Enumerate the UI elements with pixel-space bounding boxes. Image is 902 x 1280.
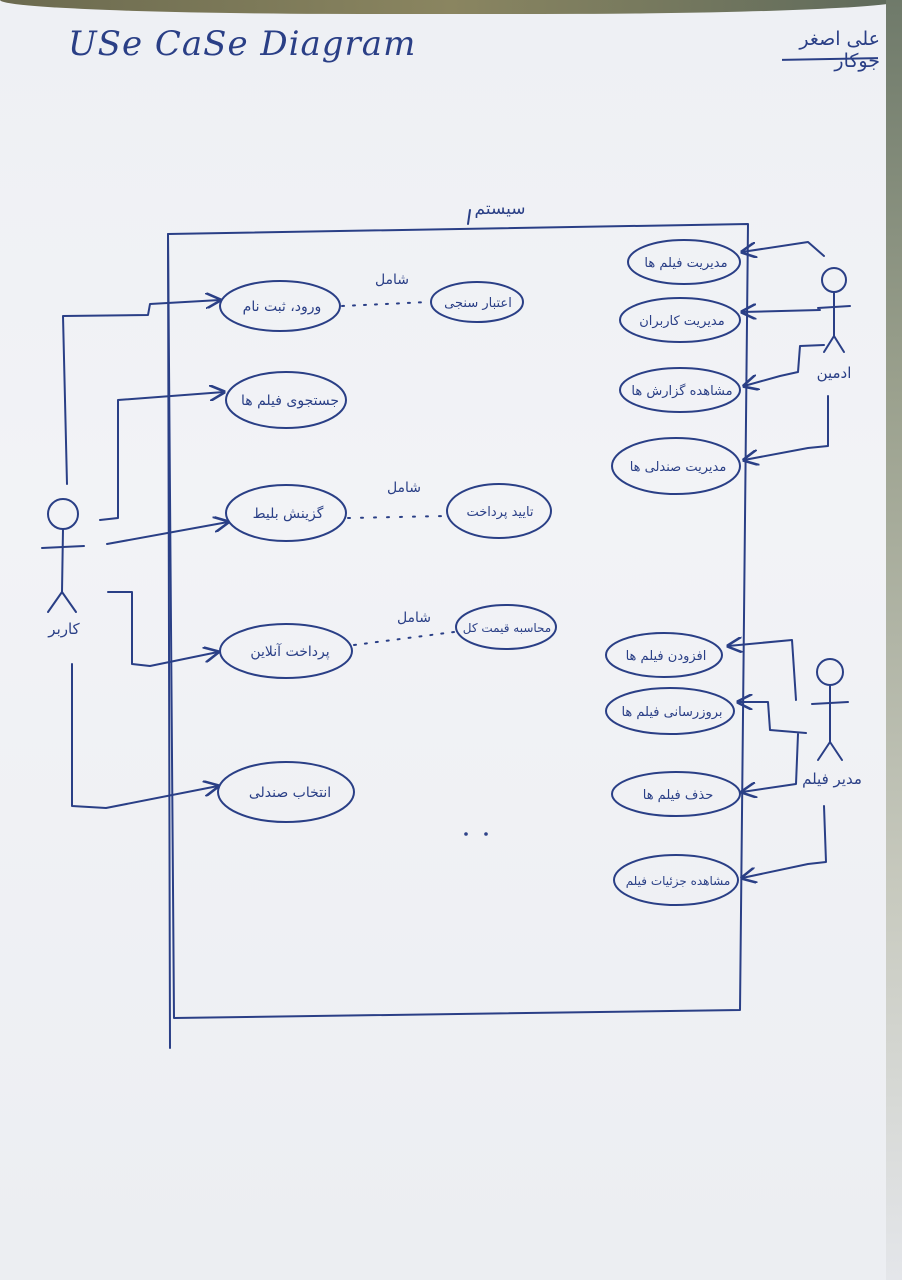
assoc-fm-add bbox=[728, 640, 797, 701]
fm-film-details-label: مشاهده جزئیات فیلم bbox=[626, 874, 731, 889]
include-total-price-ellipse bbox=[455, 604, 557, 650]
include-payment-confirm-ellipse bbox=[446, 483, 552, 539]
usecase-seat-selection-label: انتخاب صندلی bbox=[249, 785, 331, 801]
system-label-bracket bbox=[467, 209, 471, 225]
admin-manage-users-label: مدیریت کاربران bbox=[639, 314, 724, 329]
include-tag-total: شامل bbox=[397, 610, 431, 626]
include-validation-ellipse bbox=[430, 281, 524, 323]
admin-manage-films-ellipse bbox=[627, 239, 741, 285]
diagram-title: USe CaSe Diagram bbox=[68, 24, 417, 64]
assoc-user-booking bbox=[106, 522, 228, 545]
pen-dot bbox=[464, 832, 468, 836]
assoc-admin-manage-films bbox=[742, 241, 825, 256]
fm-update-films-ellipse bbox=[605, 687, 735, 735]
include-payment-confirm-label: تایید پرداخت bbox=[466, 505, 533, 520]
admin-manage-films-label: مدیریت فیلم ها bbox=[644, 256, 727, 271]
usecase-booking-label: گزینش بلیط bbox=[253, 505, 324, 522]
actor-film-manager-label: مدیر فیلم bbox=[802, 770, 862, 788]
assoc-admin-manage-seats bbox=[744, 395, 829, 460]
assoc-user-login bbox=[62, 300, 220, 485]
assoc-admin-manage-users bbox=[742, 310, 821, 312]
fm-delete-films-label: حذف فیلم ها bbox=[643, 788, 714, 803]
assoc-fm-delete bbox=[742, 733, 799, 792]
include-tag-confirm: شامل bbox=[387, 480, 421, 496]
include-tag-validation: شامل bbox=[375, 272, 409, 288]
assoc-user-seat bbox=[71, 663, 218, 809]
assoc-user-payment bbox=[107, 591, 218, 667]
include-total-price-label: محاسبه قیمت کل bbox=[463, 621, 551, 635]
assoc-user-search bbox=[99, 392, 224, 521]
include-link-validation bbox=[341, 301, 429, 307]
fm-add-films-label: افزودن فیلم ها bbox=[626, 649, 707, 664]
actor-admin-figure bbox=[817, 267, 851, 353]
admin-manage-users-ellipse bbox=[619, 297, 741, 343]
table-edge-top bbox=[0, 0, 902, 14]
table-edge-right bbox=[886, 0, 902, 1280]
fm-film-details-ellipse bbox=[613, 854, 739, 906]
usecase-booking-ellipse bbox=[225, 484, 347, 542]
assoc-fm-details bbox=[742, 805, 827, 878]
fm-update-films-label: بروزرسانی فیلم ها bbox=[621, 705, 722, 720]
assoc-admin-view-reports bbox=[744, 344, 825, 386]
actor-user-figure bbox=[41, 498, 85, 613]
admin-view-reports-ellipse bbox=[619, 367, 741, 413]
include-validation-label: اعتبار سنجی bbox=[444, 296, 512, 311]
usecase-search-label: جستجوی فیلم ها bbox=[241, 393, 339, 409]
include-link-confirm bbox=[347, 515, 447, 519]
assoc-fm-update bbox=[738, 702, 807, 734]
admin-manage-seats-label: مدیریت صندلی ها bbox=[630, 460, 727, 475]
author-name: علی اصغر جوکار bbox=[799, 28, 880, 72]
actor-user-label: کاربر bbox=[47, 620, 80, 638]
admin-manage-seats-ellipse bbox=[611, 437, 741, 495]
system-label: سیستم bbox=[475, 199, 526, 219]
usecase-online-payment-label: پرداخت آنلاین bbox=[250, 643, 329, 660]
actor-film-manager-figure bbox=[811, 658, 849, 761]
pen-dot bbox=[484, 832, 488, 836]
admin-view-reports-label: مشاهده گزارش ها bbox=[631, 383, 732, 399]
fm-add-films-ellipse bbox=[605, 632, 723, 678]
include-link-total bbox=[353, 631, 455, 646]
usecase-login-label: ورود، ثبت نام bbox=[243, 299, 322, 315]
actor-admin-label: ادمین bbox=[817, 364, 852, 382]
system-boundary bbox=[167, 223, 749, 1019]
system-boundary-left-ext bbox=[167, 233, 171, 1049]
